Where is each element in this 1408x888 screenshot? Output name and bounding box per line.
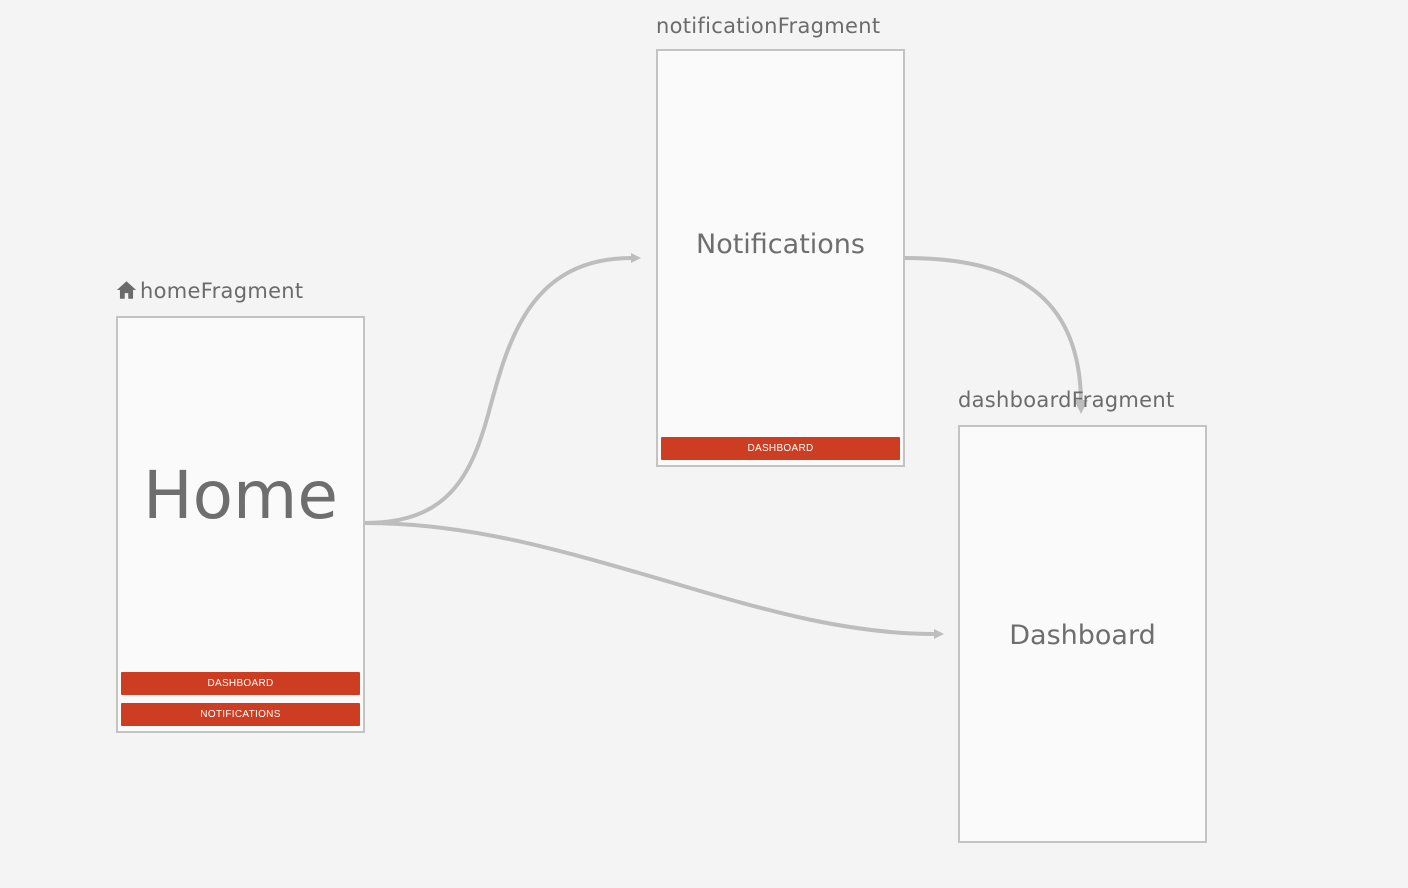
home-notifications-button[interactable]: NOTIFICATIONS [121,703,360,726]
home-icon [116,280,137,304]
home-title: Home [143,457,338,534]
action-home-to-notification[interactable] [364,253,641,525]
dashboard-fragment-screen[interactable]: Dashboard [958,425,1207,843]
action-notification-to-dashboard[interactable] [904,256,1083,403]
notification-dashboard-button[interactable]: DASHBOARD [661,437,900,460]
home-dashboard-button[interactable]: DASHBOARD [121,672,360,695]
dashboard-title: Dashboard [1009,620,1156,651]
home-fragment-screen[interactable]: Home DASHBOARD NOTIFICATIONS [116,316,365,733]
notification-fragment-screen[interactable]: Notifications DASHBOARD [656,49,905,467]
home-fragment-id: homeFragment [140,279,304,303]
home-fragment-label: homeFragment [116,280,303,304]
dashboard-fragment-label: dashboardFragment [958,388,1175,412]
notifications-title: Notifications [696,229,865,260]
action-home-to-dashboard[interactable] [364,521,944,639]
notification-fragment-label: notificationFragment [656,14,881,38]
